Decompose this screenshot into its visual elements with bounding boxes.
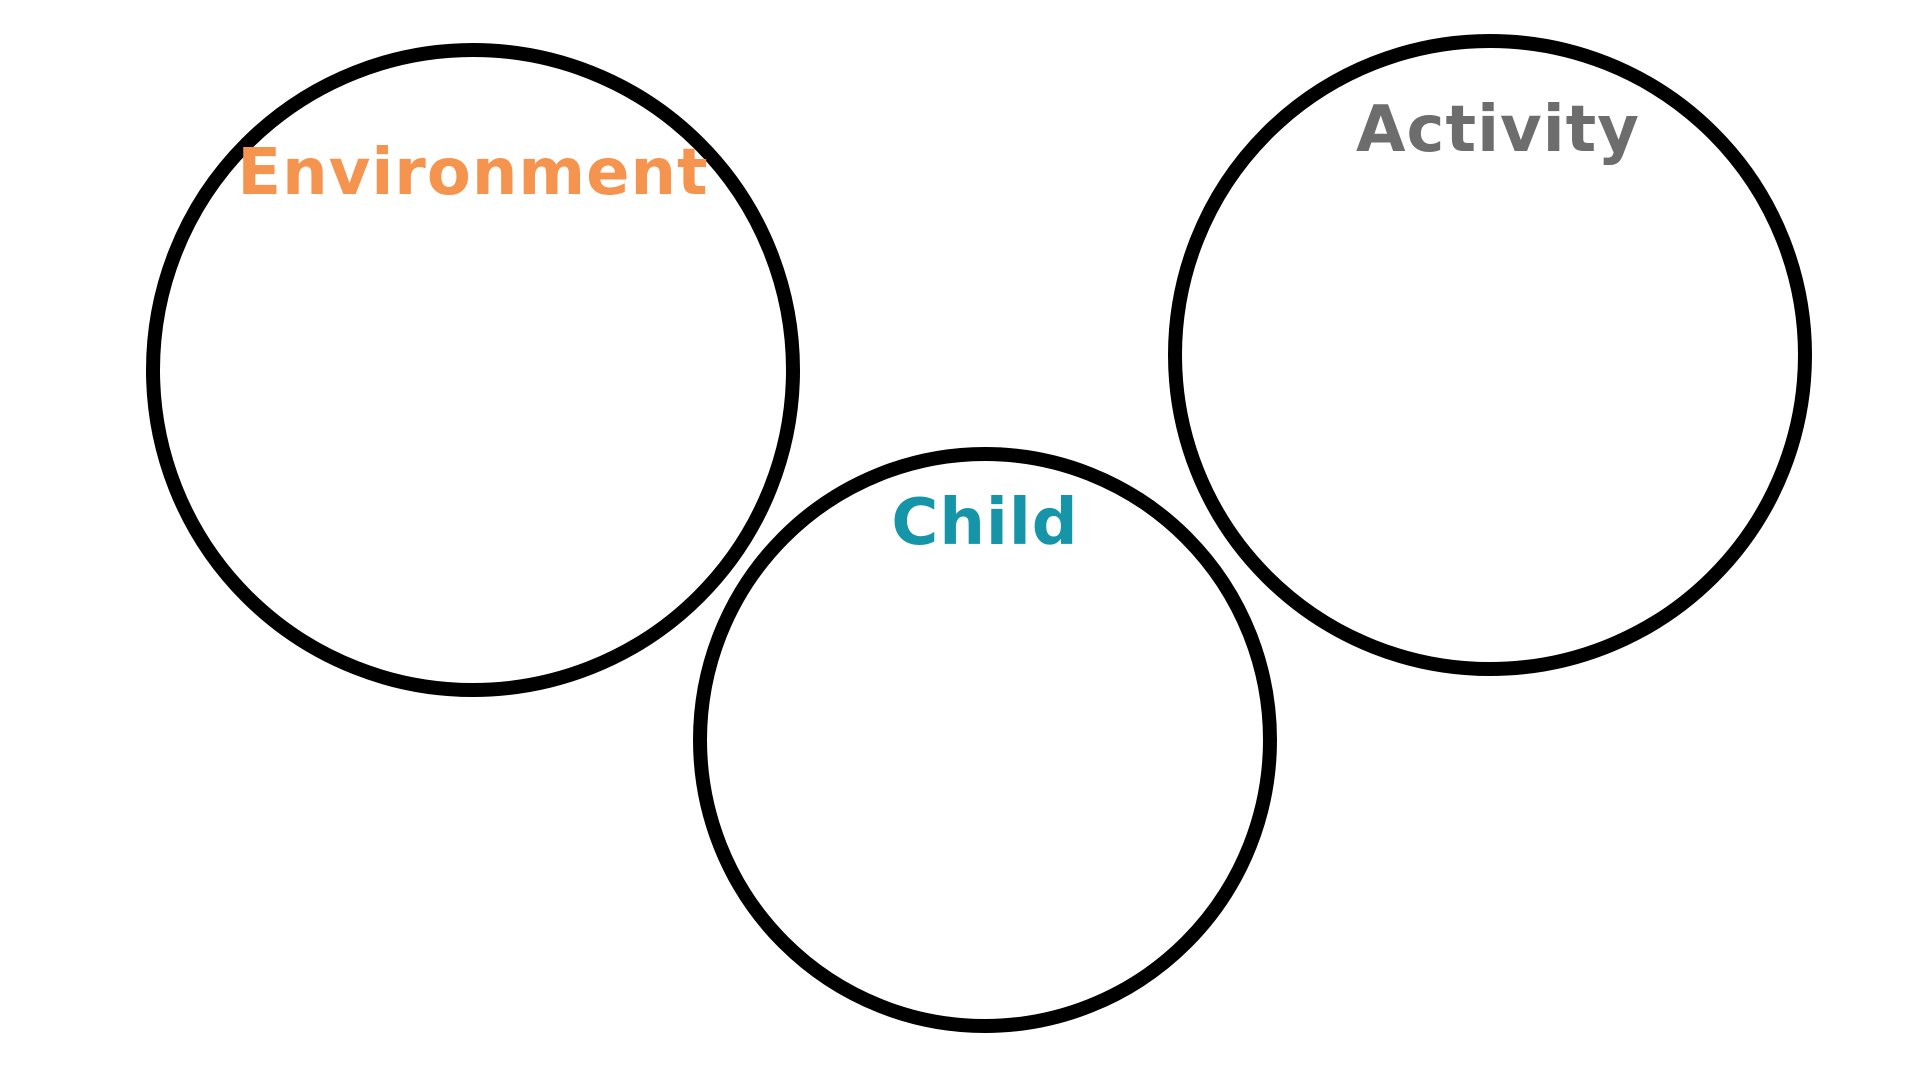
activity-label: Activity [1356,93,1640,167]
environment-label: Environment [237,136,709,210]
child-label: Child [891,486,1079,560]
child-circle [693,447,1277,1033]
environment-circle [146,43,800,697]
activity-circle [1168,34,1812,676]
